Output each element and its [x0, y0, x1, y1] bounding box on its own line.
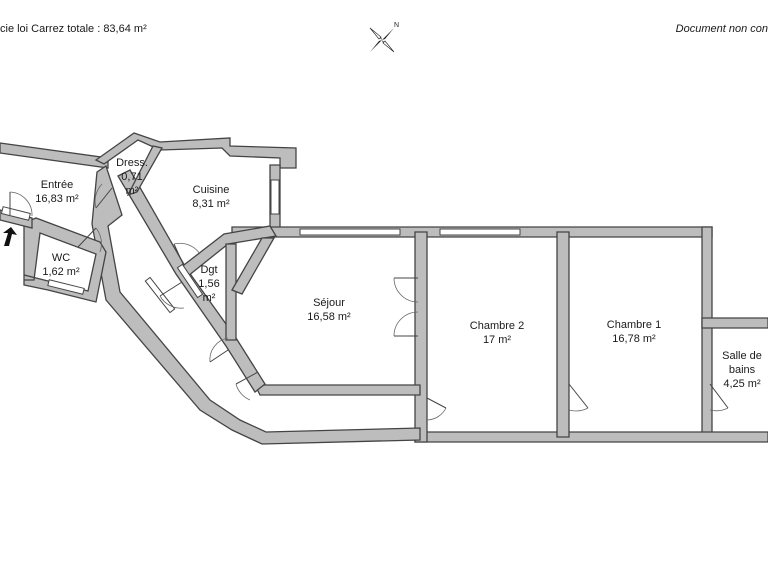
door-dress	[94, 183, 113, 209]
door-dgt	[159, 281, 185, 309]
label-entree-name: Entrée	[41, 179, 73, 191]
door-entree	[9, 191, 33, 217]
window-wc	[47, 279, 85, 295]
label-chambre2-name: Chambre 2	[470, 320, 524, 332]
window-entree	[0, 206, 31, 221]
label-sdb-area: 4,25 m²	[723, 378, 761, 390]
label-wc-area: 1,62 m²	[42, 266, 80, 278]
non-contractual-notice: Document non con	[675, 23, 768, 35]
door-corridor	[209, 337, 229, 363]
window-corridor-2	[176, 263, 204, 299]
label-chambre1-name: Chambre 1	[607, 319, 661, 331]
label-dgt-area-2: m²	[203, 292, 216, 304]
label-sejour-area: 16,58 m²	[307, 311, 351, 323]
window-sejour-top	[299, 228, 401, 236]
label-sejour-name: Séjour	[313, 297, 345, 309]
label-dress-name: Dress.	[116, 157, 148, 169]
label-entree-area: 16,83 m²	[35, 193, 79, 205]
label-wc-name: WC	[52, 252, 70, 264]
door-sdb	[709, 383, 729, 412]
door-chambre1	[568, 383, 589, 412]
label-dress-area-2: m²	[126, 185, 139, 197]
door-sejour-corridor	[235, 371, 259, 401]
label-dress-area-1: 0,71	[121, 171, 142, 183]
label-cuisine-area: 8,31 m²	[192, 198, 230, 210]
label-dgt-name: Dgt	[200, 264, 217, 276]
label-sdb-name-2: bains	[729, 364, 756, 376]
walls	[0, 132, 768, 445]
door-sejour-double	[393, 277, 419, 337]
compass-icon: N	[369, 22, 399, 53]
door-cuisine	[173, 242, 201, 267]
door-wc	[77, 227, 102, 253]
door-chambre2	[426, 397, 447, 421]
label-dgt-area-1: 1,56	[198, 278, 219, 290]
window-kitchen	[270, 179, 280, 215]
total-surface-label: cie loi Carrez totale : 83,64 m²	[0, 23, 147, 35]
room-labels: Entrée 16,83 m² WC 1,62 m² Dress. 0,71 m…	[35, 157, 762, 390]
entrance-arrow-icon	[3, 227, 17, 246]
label-chambre2-area: 17 m²	[483, 334, 511, 346]
window-corridor-1	[144, 276, 176, 314]
doors	[9, 183, 729, 421]
window-chambre2-top	[439, 228, 521, 236]
label-cuisine-name: Cuisine	[193, 184, 230, 196]
compass-north-label: N	[394, 22, 399, 29]
label-chambre1-area: 16,78 m²	[612, 333, 656, 345]
label-sdb-name-1: Salle de	[722, 350, 762, 362]
